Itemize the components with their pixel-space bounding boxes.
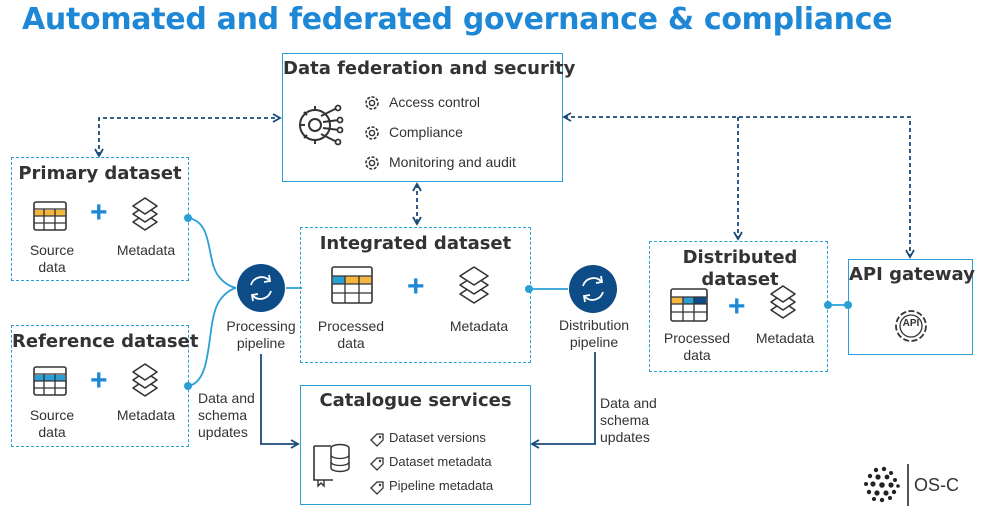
federation-item-monitoring: Monitoring and audit bbox=[389, 154, 516, 170]
primary-metadata-label: Metadata bbox=[116, 242, 176, 258]
distribution-updates-label: Data and schema updates bbox=[600, 395, 657, 445]
table-icon bbox=[33, 201, 67, 231]
api-icon-label: API bbox=[902, 318, 920, 329]
logo-text: OS-C bbox=[914, 475, 959, 495]
logo-divider bbox=[907, 464, 909, 506]
distribution-pipeline-icon bbox=[569, 265, 617, 313]
distributed-dataset-title: Distributed dataset bbox=[682, 247, 798, 290]
tag-icon bbox=[370, 457, 384, 471]
globe-logo-icon bbox=[864, 466, 900, 503]
plus-sign: + bbox=[407, 270, 425, 303]
book-database-icon bbox=[313, 443, 350, 488]
api-gateway-title: API gateway bbox=[849, 264, 975, 285]
processing-pipeline-label: Processing pipeline bbox=[226, 318, 296, 351]
gear-icon bbox=[365, 126, 379, 140]
processing-pipeline-icon bbox=[237, 264, 285, 312]
reference-to-processing bbox=[187, 287, 237, 387]
network-gear-icon bbox=[299, 104, 344, 146]
plus-sign: + bbox=[90, 364, 108, 397]
table-icon bbox=[670, 288, 708, 322]
plus-sign: + bbox=[728, 290, 746, 323]
federation-right-link bbox=[562, 112, 915, 259]
primary-dataset-box: Primary dataset + Source data Metadata bbox=[11, 157, 189, 281]
layers-icon bbox=[459, 266, 489, 304]
primary-source-label: Source data bbox=[29, 242, 75, 275]
integrated-processed-label: Processed data bbox=[317, 318, 385, 351]
catalogue-services-box: Catalogue services Dataset versions Data… bbox=[300, 385, 531, 505]
plus-sign: + bbox=[90, 196, 108, 229]
reference-dataset-box: Reference dataset + Source data Metadata bbox=[11, 325, 199, 447]
distributed-dataset-box: Distributed dataset + Processed data Met… bbox=[649, 241, 828, 372]
distribution-to-catalogue bbox=[530, 352, 596, 449]
distribution-pipeline-label: Distribution pipeline bbox=[558, 317, 630, 350]
catalogue-services-title: Catalogue services bbox=[319, 390, 512, 411]
federation-title: Data federation and security bbox=[283, 58, 576, 79]
page-title: Automated and federated governance & com… bbox=[22, 2, 893, 37]
distributed-processed-label: Processed data bbox=[663, 330, 731, 363]
integrated-dataset-box: Integrated dataset + Processed data Meta… bbox=[300, 227, 531, 363]
federation-box: Data federation and security Access cont… bbox=[282, 53, 576, 182]
table-icon bbox=[331, 266, 373, 304]
processing-updates-label: Data and schema updates bbox=[198, 390, 255, 440]
catalogue-item-dataset-versions: Dataset versions bbox=[389, 430, 486, 445]
layers-icon bbox=[770, 285, 796, 319]
tag-icon bbox=[370, 481, 384, 495]
primary-to-processing bbox=[187, 217, 237, 289]
gear-icon bbox=[365, 156, 379, 170]
distributed-metadata-label: Metadata bbox=[755, 330, 815, 346]
integrated-dataset-title: Integrated dataset bbox=[319, 233, 512, 254]
primary-dataset-title: Primary dataset bbox=[18, 163, 182, 184]
layers-icon bbox=[132, 197, 158, 231]
reference-source-label: Source data bbox=[29, 407, 75, 440]
reference-dataset-title: Reference dataset bbox=[12, 331, 199, 352]
integrated-metadata-label: Metadata bbox=[449, 318, 509, 334]
federation-item-compliance: Compliance bbox=[389, 124, 463, 140]
api-gear-icon bbox=[895, 310, 927, 342]
gear-icon bbox=[365, 96, 379, 110]
catalogue-item-pipeline-metadata: Pipeline metadata bbox=[389, 478, 494, 493]
reference-metadata-label: Metadata bbox=[116, 407, 176, 423]
federation-primary-link bbox=[94, 113, 282, 158]
api-gateway-box: API gateway API bbox=[848, 259, 975, 355]
processing-to-catalogue bbox=[260, 354, 300, 449]
catalogue-item-dataset-metadata: Dataset metadata bbox=[389, 454, 492, 469]
tag-icon bbox=[370, 433, 384, 447]
federation-item-access-control: Access control bbox=[389, 94, 481, 110]
table-icon bbox=[33, 366, 67, 396]
layers-icon bbox=[132, 363, 158, 397]
